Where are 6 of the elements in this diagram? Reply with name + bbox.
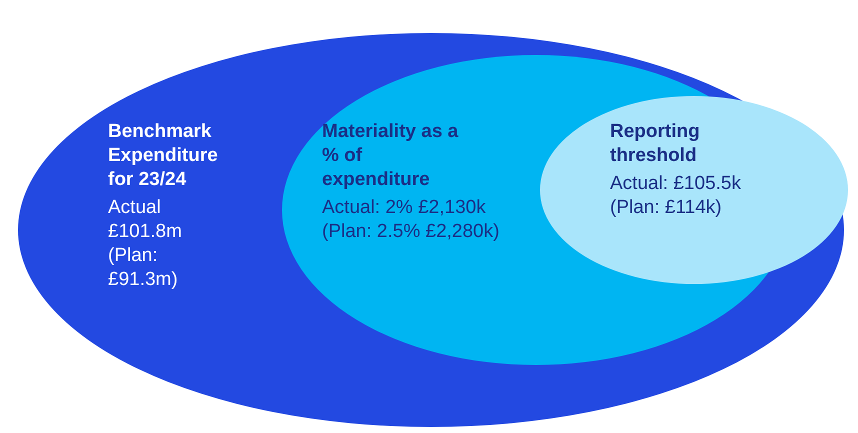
heading: Benchmark Expenditure for 23/24 [108, 120, 219, 192]
heading: Reporting threshold [610, 120, 701, 168]
heading: Materiality as a % of expenditure [322, 120, 460, 192]
value-text: Actual: 2% £2,130k (Plan: 2.5% £2,280k) [322, 196, 500, 244]
value-text: Actual £101.8m (Plan: £91.3m) [108, 196, 183, 292]
value-text: Actual: £105.5k (Plan: £114k) [610, 172, 742, 220]
